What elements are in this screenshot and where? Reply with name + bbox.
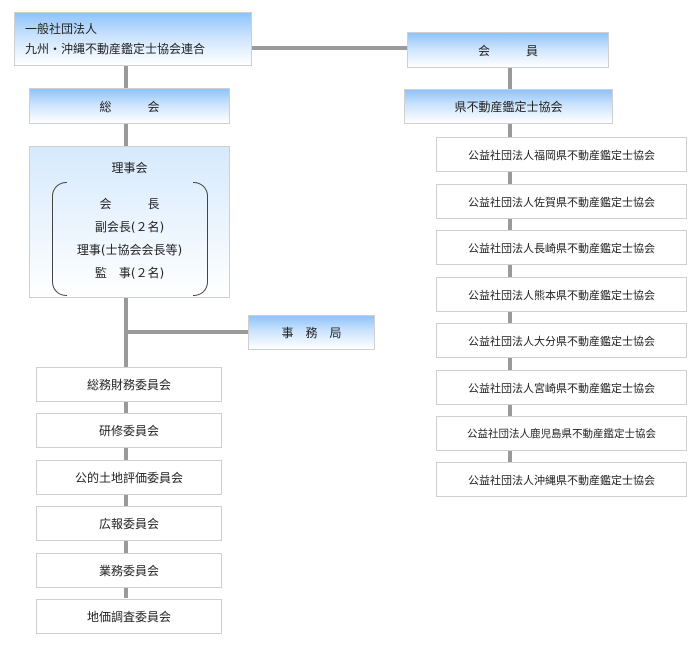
members-box: 会 員 — [407, 32, 609, 68]
prefectural-association-box: 公益社団法人沖縄県不動産鑑定士協会 — [436, 462, 687, 497]
prefectural-association-box: 公益社団法人佐賀県不動産鑑定士協会 — [436, 184, 687, 219]
connector-members-to-prefectural — [508, 68, 512, 90]
prefectural-association-label: 公益社団法人佐賀県不動産鑑定士協会 — [468, 195, 655, 209]
prefectural-associations-box: 県不動産鑑定士協会 — [404, 89, 613, 124]
organization-name: 九州・沖縄不動産鑑定士協会連合 — [25, 42, 206, 56]
committee-label: 業務委員会 — [98, 564, 159, 578]
prefectural-associations-label: 県不動産鑑定士協会 — [454, 100, 563, 114]
prefectural-association-box: 公益社団法人宮崎県不動産鑑定士協会 — [436, 370, 687, 405]
committee-box: 広報委員会 — [36, 506, 222, 541]
connector-board-to-committees — [124, 298, 128, 598]
prefectural-association-label: 公益社団法人熊本県不動産鑑定士協会 — [468, 288, 655, 302]
committee-label: 広報委員会 — [98, 517, 159, 531]
prefectural-association-label: 公益社団法人長崎県不動産鑑定士協会 — [468, 241, 655, 255]
prefectural-association-label: 公益社団法人福岡県不動産鑑定士協会 — [468, 148, 655, 162]
prefectural-association-label: 公益社団法人大分県不動産鑑定士協会 — [468, 334, 655, 348]
connector-top-to-assembly — [124, 66, 128, 88]
committee-label: 公的土地評価委員会 — [74, 471, 183, 485]
committee-box: 公的土地評価委員会 — [36, 460, 222, 495]
prefectural-association-box: 公益社団法人鹿児島県不動産鑑定士協会 — [436, 416, 687, 451]
committee-label: 総務財務委員会 — [86, 378, 171, 392]
board-member: 理事(士協会会長等) — [76, 243, 183, 257]
prefectural-association-label: 公益社団法人鹿児島県不動産鑑定士協会 — [467, 428, 656, 440]
prefectural-association-box: 公益社団法人福岡県不動産鑑定士協会 — [436, 137, 687, 172]
organization-box: 一般社団法人 九州・沖縄不動産鑑定士協会連合 — [14, 12, 252, 66]
board-member: 監 事(２名) — [94, 266, 165, 280]
board-title: 理事会 — [111, 161, 148, 175]
prefectural-association-box: 公益社団法人熊本県不動産鑑定士協会 — [436, 277, 687, 312]
board-members-bracket: 会 長 副会長(２名) 理事(士協会会長等) 監 事(２名) — [51, 182, 208, 296]
general-assembly-label: 総 会 — [99, 99, 160, 114]
connector-top-to-members — [252, 46, 407, 50]
connector-assembly-to-board — [124, 124, 128, 146]
committee-box: 総務財務委員会 — [36, 367, 222, 402]
connector-to-secretariat — [128, 330, 248, 334]
members-label: 会 員 — [477, 43, 538, 58]
committee-label: 地価調査委員会 — [86, 610, 171, 624]
prefectural-association-box: 公益社団法人大分県不動産鑑定士協会 — [436, 323, 687, 358]
committee-box: 地価調査委員会 — [36, 599, 222, 634]
committee-box: 研修委員会 — [36, 413, 222, 448]
organization-type: 一般社団法人 — [25, 22, 98, 36]
general-assembly-box: 総 会 — [29, 88, 230, 124]
board-member: 会 長 — [99, 197, 160, 211]
prefectural-association-box: 公益社団法人長崎県不動産鑑定士協会 — [436, 230, 687, 265]
prefectural-association-label: 公益社団法人沖縄県不動産鑑定士協会 — [468, 473, 655, 487]
committee-box: 業務委員会 — [36, 553, 222, 588]
board-member: 副会長(２名) — [94, 220, 165, 234]
prefectural-association-label: 公益社団法人宮崎県不動産鑑定士協会 — [468, 381, 655, 395]
committee-label: 研修委員会 — [98, 424, 159, 438]
secretariat-box: 事 務 局 — [248, 315, 375, 350]
board-box: 理事会 会 長 副会長(２名) 理事(士協会会長等) 監 事(２名) — [29, 146, 230, 298]
secretariat-label: 事 務 局 — [281, 326, 342, 340]
